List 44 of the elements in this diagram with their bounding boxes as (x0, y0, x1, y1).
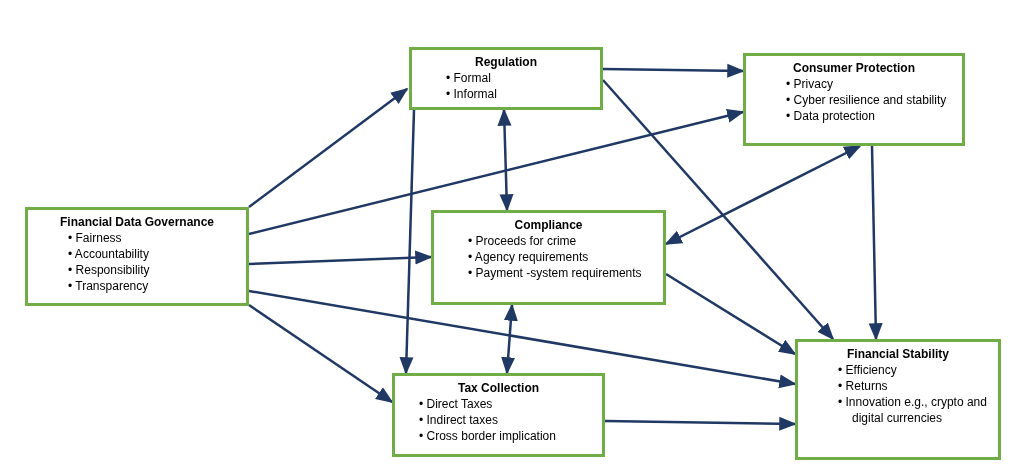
arrow (248, 289, 797, 389)
concept-box (25, 207, 249, 306)
concept-box (795, 339, 1001, 460)
bullet-item: • Transparency (68, 278, 150, 294)
bullet-item: • Responsibility (68, 262, 151, 278)
arrow (501, 303, 518, 375)
box-heading: Financial Data Governance (58, 214, 216, 230)
box-heading: Regulation (474, 54, 538, 70)
bullet-item: • Payment -system requirements (468, 265, 643, 281)
concept-box (409, 47, 603, 110)
concept-box (392, 373, 605, 457)
bullet-item: • Cross border implication (419, 428, 557, 444)
arrow (868, 145, 883, 341)
arrow (248, 109, 745, 236)
bullet-item: • Privacy (786, 76, 834, 92)
concept-box (743, 53, 965, 146)
box-heading: Compliance (513, 217, 584, 233)
concept-box (431, 210, 666, 305)
arrow (603, 63, 745, 78)
arrow (665, 272, 797, 356)
bullet-item: • Formal (446, 70, 492, 86)
arrow (604, 416, 797, 431)
arrow (248, 87, 409, 208)
bullet-item: • Data protection (786, 108, 876, 124)
bullet-item: • Indirect taxes (419, 412, 499, 428)
bullet-item: • Cyber resilience and stability (786, 92, 948, 108)
bullet-item: • Returns (838, 378, 889, 394)
bullet-item: • Accountability (68, 246, 150, 262)
arrow (602, 79, 835, 341)
bullet-item: • Innovation e.g., crypto and digital currencies (838, 394, 988, 426)
arrow (664, 144, 862, 246)
box-heading: Tax Collection (456, 380, 541, 396)
bullet-item: • Agency requirements (468, 249, 590, 265)
arrow (248, 303, 394, 404)
arrow (248, 250, 433, 266)
bullet-item: • Efficiency (838, 362, 898, 378)
bullet-item: • Informal (446, 86, 498, 102)
box-heading: Consumer Protection (792, 60, 916, 76)
arrow (399, 109, 416, 375)
box-heading: Financial Stability (846, 346, 950, 362)
bullet-item: • Proceeds for crime (468, 233, 578, 249)
arrow (497, 108, 514, 212)
bullet-item: • Direct Taxes (419, 396, 494, 412)
bullet-item: • Fairness (68, 230, 123, 246)
